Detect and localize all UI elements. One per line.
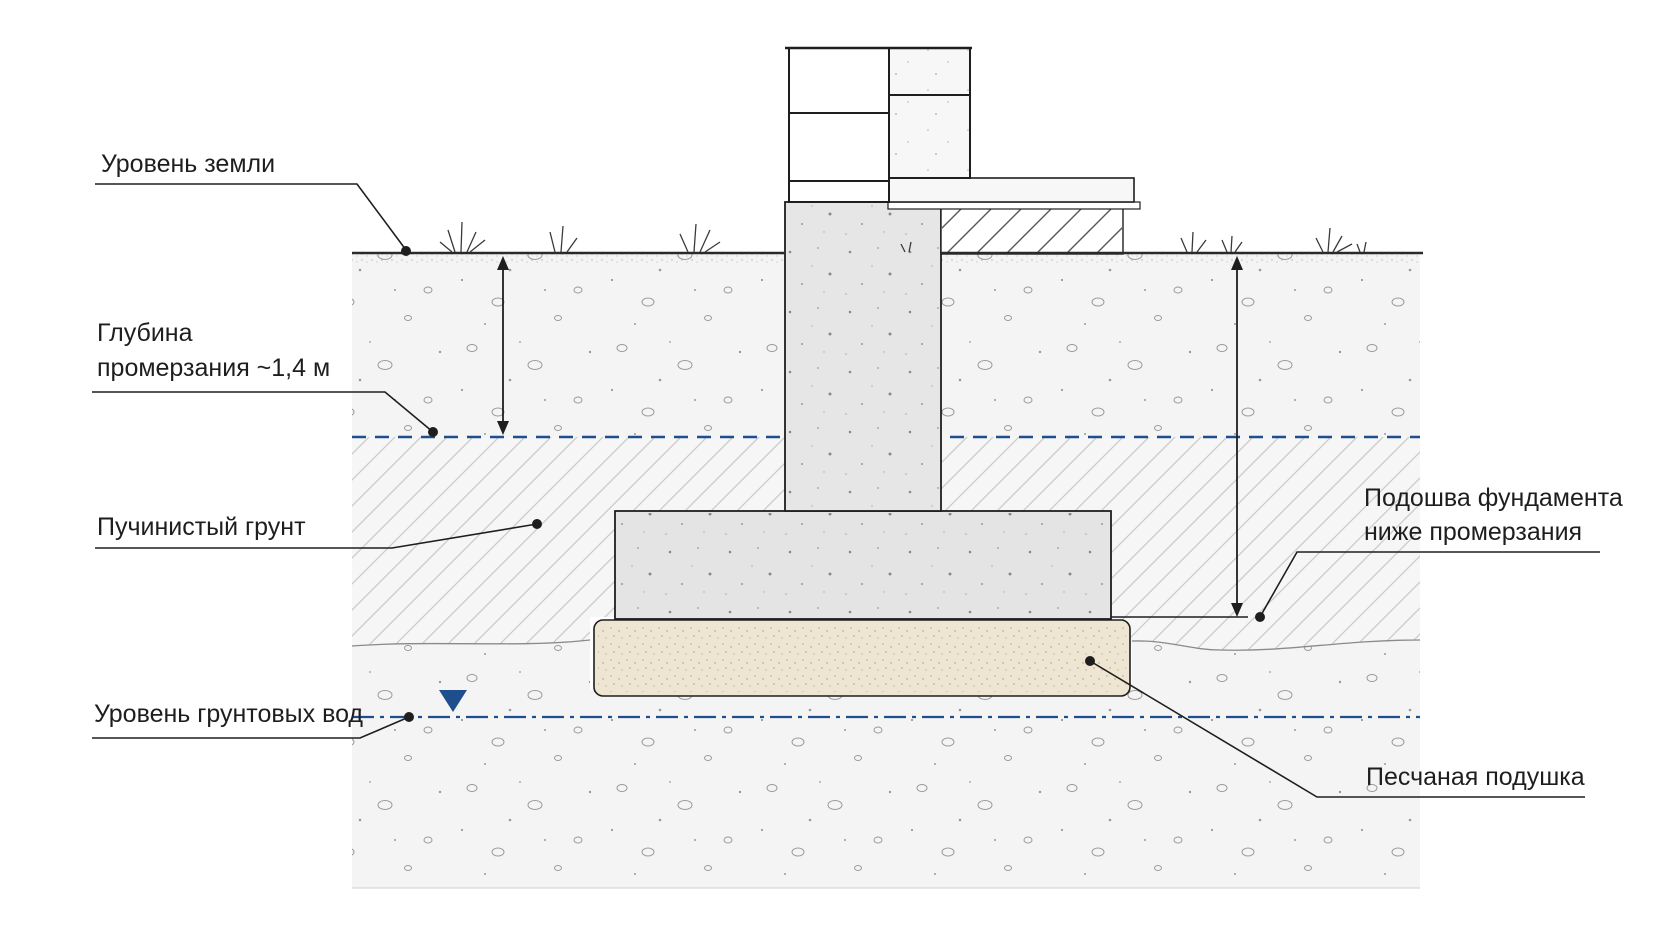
soil-boundary	[351, 639, 1421, 651]
footing-depth-dimension	[1111, 256, 1248, 618]
label-heaving-soil: Пучинистый грунт	[97, 513, 306, 541]
label-footing-base-line2: ниже промерзания	[1364, 518, 1582, 546]
grass-icon	[439, 221, 1367, 253]
frost-depth-dimension	[497, 256, 509, 435]
footing-pad	[614, 510, 1112, 620]
label-footing-base-line1: Подошва фундамента	[1364, 484, 1623, 512]
foundation-wall	[784, 201, 942, 512]
sand-cushion	[593, 619, 1131, 697]
callout-dots	[401, 246, 1265, 722]
brick-wall	[785, 46, 972, 203]
label-frost-depth-line1: Глубина	[97, 319, 193, 347]
label-frost-depth-line2: промерзания ~1,4 м	[97, 354, 330, 382]
label-sand-cushion: Песчаная подушка	[1366, 763, 1585, 791]
triangle-down-icon	[439, 690, 467, 712]
ground-surface	[352, 221, 1423, 255]
label-ground-level: Уровень земли	[101, 150, 275, 178]
floor-structure	[887, 177, 1141, 255]
label-groundwater-level: Уровень грунтовых вод	[94, 700, 363, 728]
callout-leaders	[92, 183, 1600, 798]
